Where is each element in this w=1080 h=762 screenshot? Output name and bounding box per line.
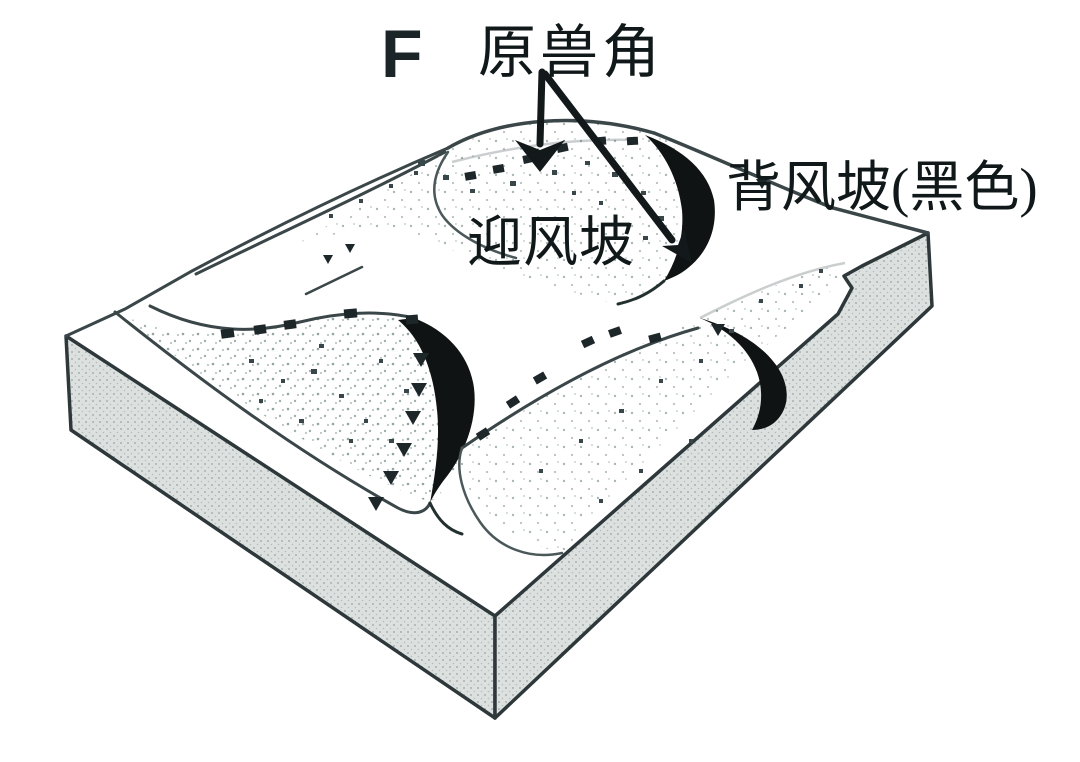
dune-1-slipface: [645, 135, 715, 281]
dune-2-crest-line: [148, 304, 416, 331]
sand-specks: [249, 160, 823, 503]
dune-1-horn-tail: [616, 279, 666, 306]
dune-1: [300, 118, 715, 306]
dune-3-slipface: [700, 318, 787, 430]
wind-symbol-label: F: [381, 16, 423, 92]
dune-2-horn-tail: [428, 501, 464, 536]
back-edge-lines: [64, 131, 930, 338]
crest-ripple-marks: [220, 136, 768, 511]
dune-1-crest-line: [451, 138, 637, 164]
windward-slope-label: 迎风坡: [467, 212, 635, 273]
leeward-slope-label: 背风坡(黑色): [726, 157, 1038, 218]
dune-1-sand: [300, 119, 705, 304]
block-right-face: [493, 231, 934, 720]
horns-label: 原兽角: [478, 20, 664, 85]
dune-3-back-line: [699, 261, 846, 320]
dune-3-sand: [459, 264, 843, 553]
leeward-arrow: [541, 70, 692, 263]
dune-3-foot-line: [458, 446, 564, 557]
dune-3: [458, 261, 846, 557]
dune-1-foot-line: [433, 150, 518, 260]
dune-3-crest-line: [460, 326, 700, 450]
dune-2-foot-line: [113, 310, 432, 515]
dune-2-slipface: [398, 318, 475, 503]
horn-arrow: [515, 68, 565, 172]
